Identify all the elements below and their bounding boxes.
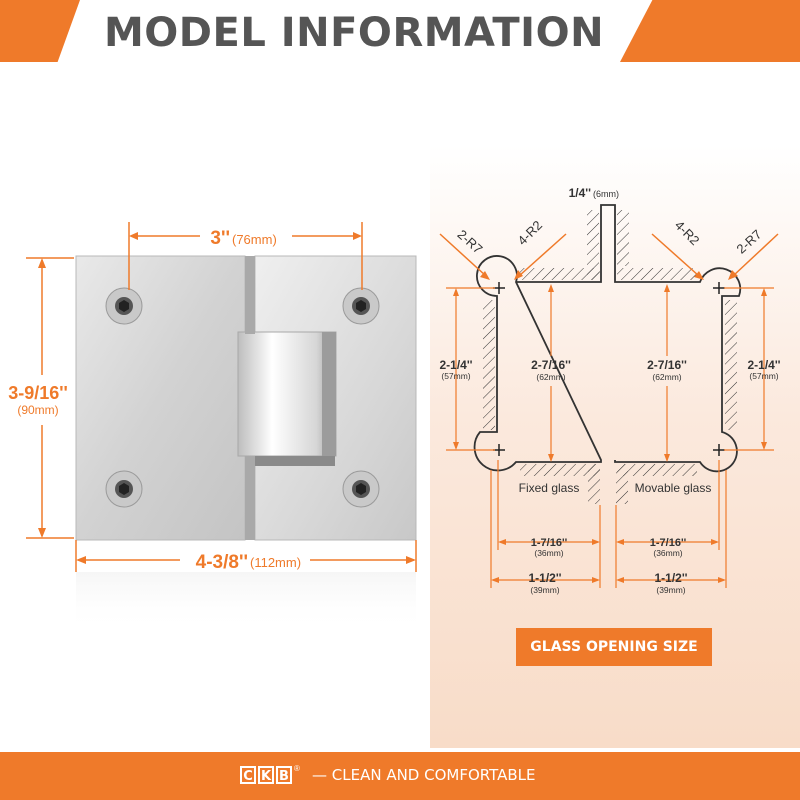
screw-icon [105, 470, 143, 508]
left-inner-in: 1-7/16'' [531, 537, 568, 549]
footer-bar: C K B ® — CLEAN AND COMFORTABLE [0, 752, 800, 800]
glass-opening-diagram: 1/4'' (6mm) 2-R7 4-R2 4-R2 2-R7 [439, 186, 780, 595]
movable-glass-label: Movable glass [635, 481, 712, 495]
brand-tagline: — CLEAN AND COMFORTABLE [312, 766, 536, 784]
right-side-mm: (57mm) [749, 371, 778, 381]
page-title: MODEL INFORMATION [104, 10, 605, 56]
right-center-mm: (62mm) [652, 372, 681, 382]
logo-letter: B [276, 766, 292, 784]
dim-total-mm: (112mm) [250, 555, 301, 570]
banner-accent-left [0, 0, 80, 62]
right-inner-in: 1-7/16'' [650, 537, 687, 549]
dim-total-line [75, 540, 417, 572]
right-outer-mm: (39mm) [656, 585, 685, 595]
glass-opening-size-label: GLASS OPENING SIZE [516, 628, 712, 666]
dim-height-mm: (90mm) [17, 403, 58, 417]
registered-mark: ® [294, 764, 300, 773]
left-center-in: 2-7/16'' [531, 358, 571, 372]
dim-width-in: 3'' [210, 228, 230, 249]
right-side-in: 2-1/4'' [747, 358, 780, 372]
logo-letter: C [240, 766, 256, 784]
dim-width-mm: (76mm) [232, 232, 277, 247]
dim-total-in: 4-3/8'' [196, 552, 248, 573]
corner-marks [493, 282, 725, 456]
radius-inner-left: 4-R2 [515, 218, 546, 249]
glass-cutout-outline [473, 204, 742, 473]
dim-height-in: 3-9/16'' [8, 383, 68, 403]
left-side-mm: (57mm) [441, 371, 470, 381]
logo-letter: K [258, 766, 274, 784]
hinge-illustration: 3'' (76mm) 3-9/16'' (90mm) 4-3/8'' (112m… [8, 222, 417, 632]
right-outer-in: 1-1/2'' [654, 571, 687, 585]
header-banner: MODEL INFORMATION [0, 0, 800, 62]
hinge-reflection [76, 572, 416, 632]
right-inner-mm: (36mm) [653, 548, 682, 558]
left-side-in: 2-1/4'' [439, 358, 472, 372]
brand-logo: C K B ® [240, 764, 300, 786]
fixed-glass-label: Fixed glass [519, 481, 580, 495]
hinge-knuckle [237, 331, 337, 457]
banner-accent-right [620, 0, 800, 62]
slot-mm: (6mm) [593, 189, 619, 199]
screw-icon [342, 470, 380, 508]
screw-icon [342, 287, 380, 325]
left-outer-mm: (39mm) [530, 585, 559, 595]
left-inner-mm: (36mm) [534, 548, 563, 558]
radius-outer-right: 2-R7 [733, 227, 764, 257]
dim-height-line [26, 257, 74, 539]
dim-width-line [128, 222, 363, 290]
radius-inner-right: 4-R2 [672, 218, 703, 249]
hinge-left-plate [75, 255, 246, 541]
left-center-mm: (62mm) [536, 372, 565, 382]
screw-icon [105, 287, 143, 325]
slot-in: 1/4'' [569, 186, 592, 200]
right-center-in: 2-7/16'' [647, 358, 687, 372]
left-outer-in: 1-1/2'' [528, 571, 561, 585]
